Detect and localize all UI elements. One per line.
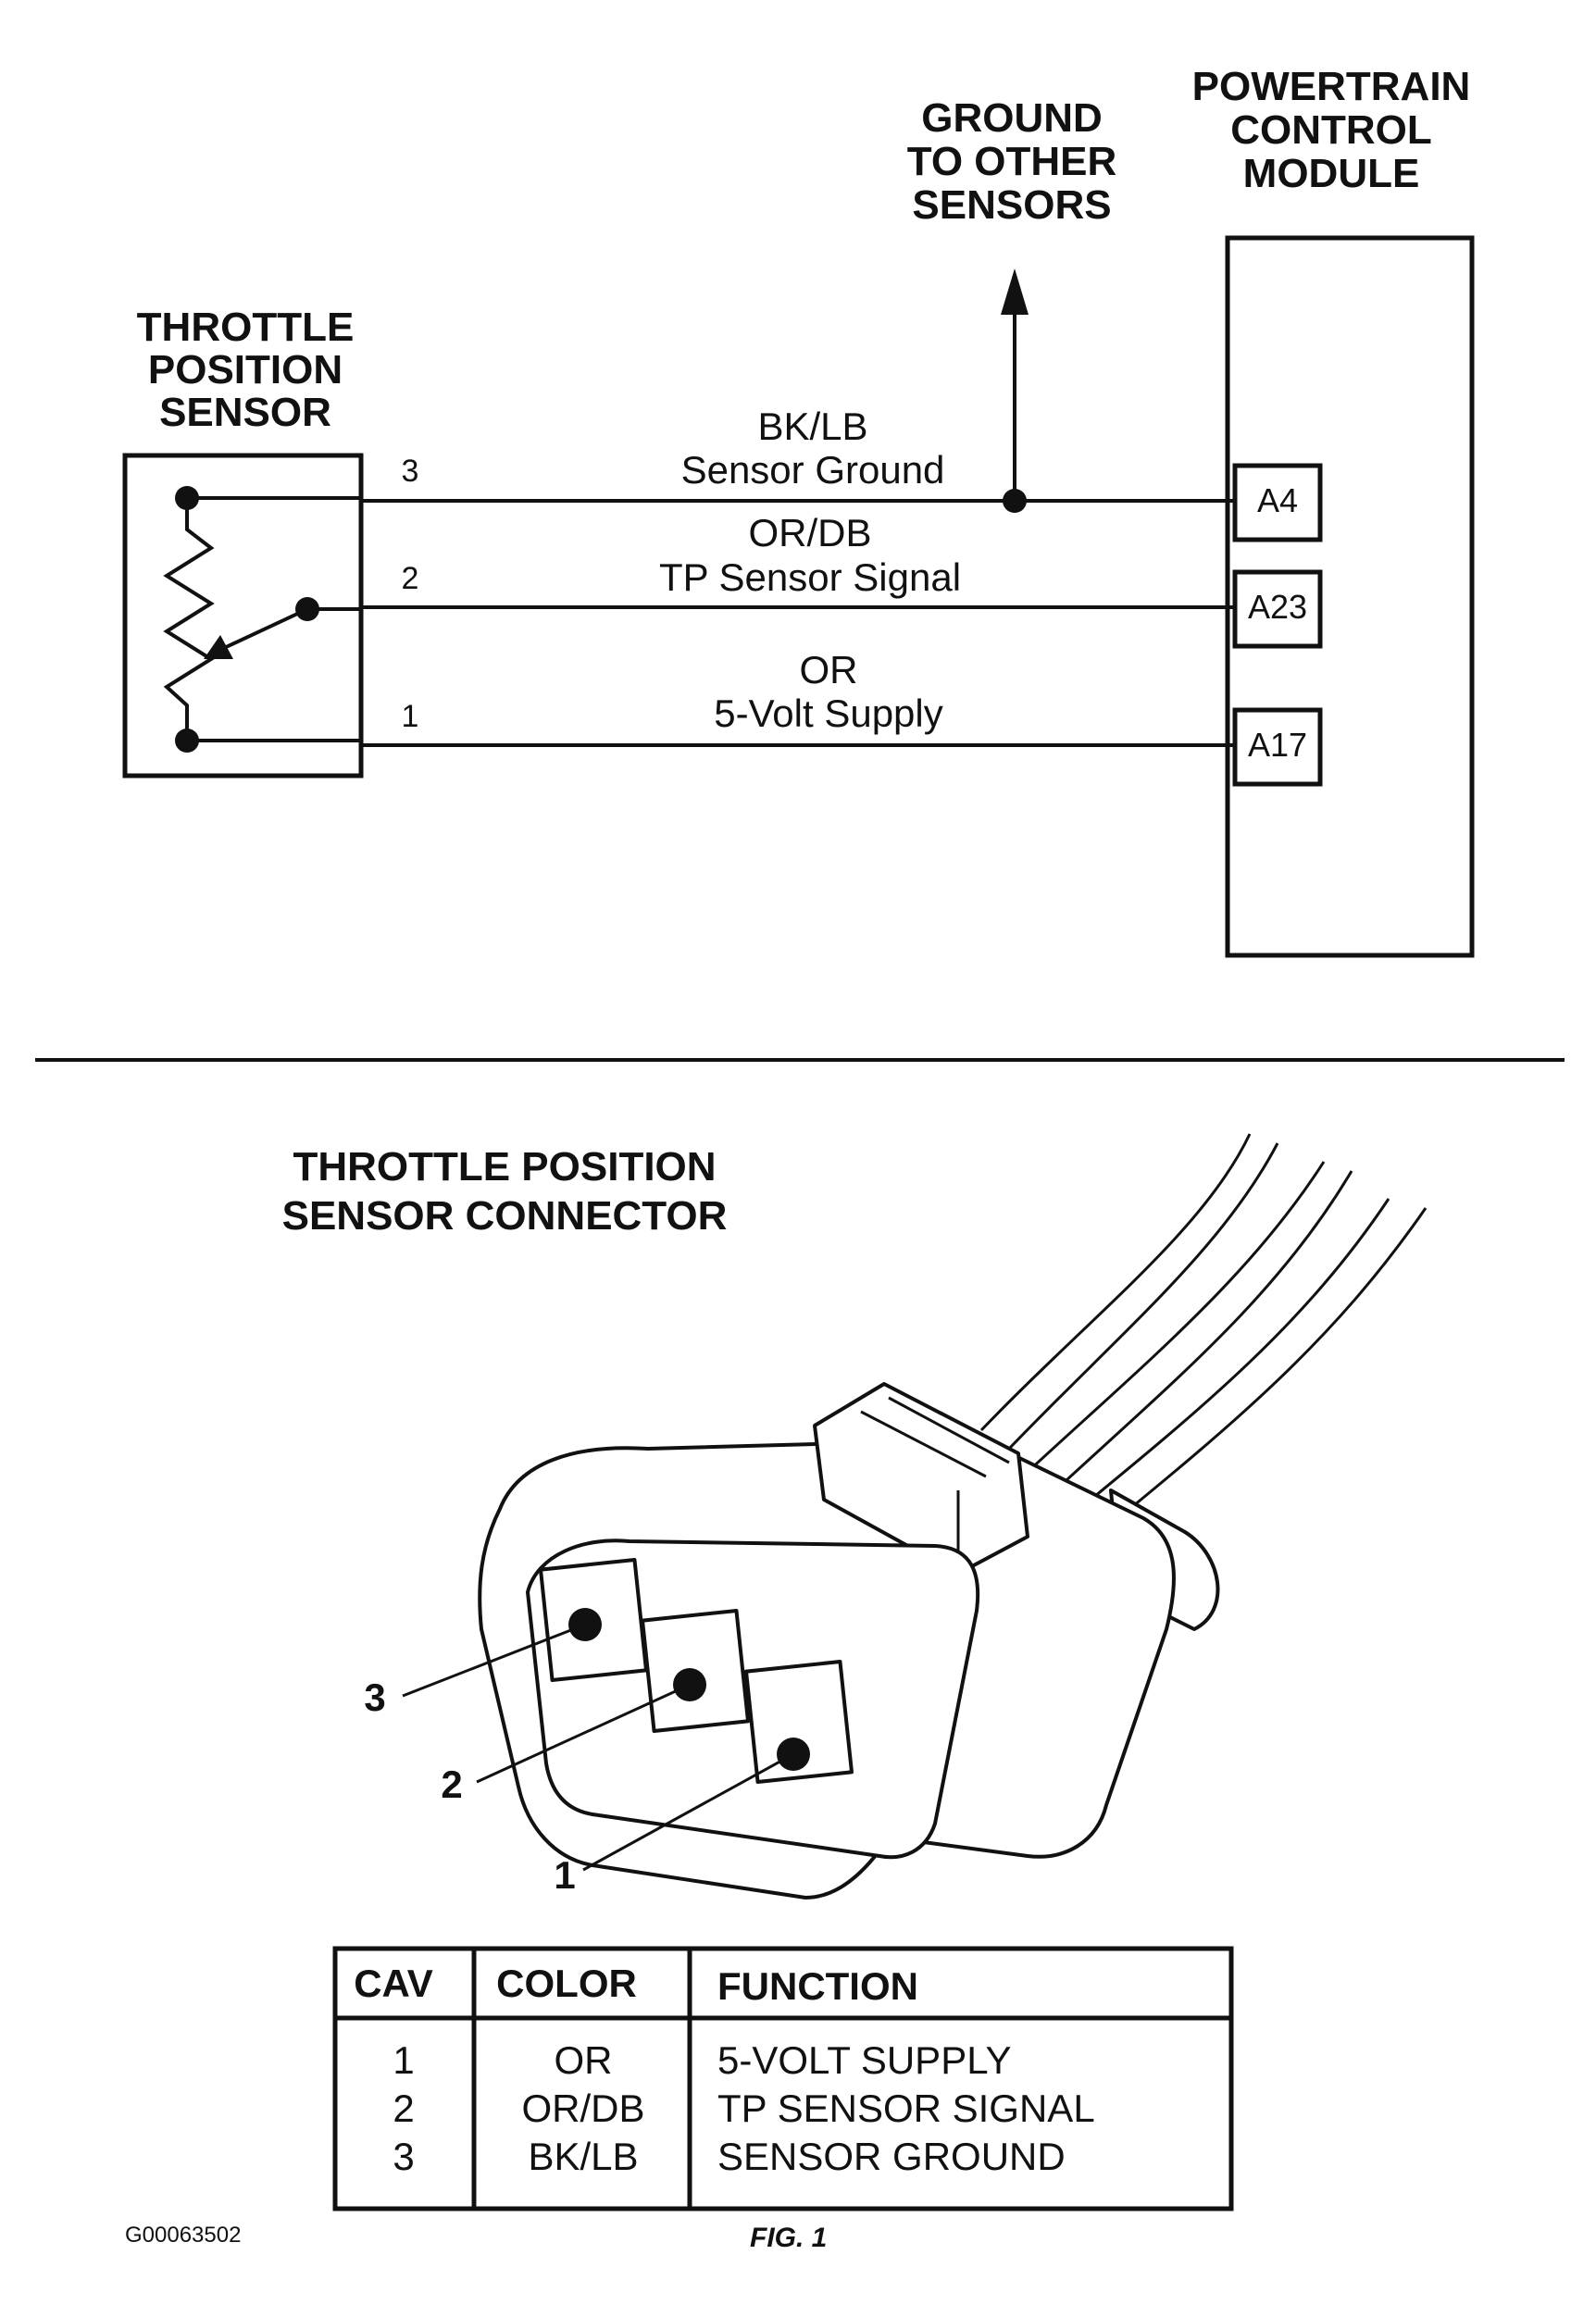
- callout-3: 3: [364, 1675, 385, 1719]
- wire-1-color: OR: [800, 648, 858, 691]
- table-row-3-color: BK/LB: [528, 2135, 638, 2178]
- sensor-title-line-3: SENSOR: [159, 390, 331, 435]
- table-row-2-color: OR/DB: [521, 2087, 644, 2130]
- pcm-pin-a17-box: [1232, 707, 1323, 787]
- table-row-3-function: SENSOR GROUND: [717, 2135, 1066, 2178]
- ground-arrow: [1001, 268, 1029, 498]
- wire-pin-1: 1 OR 5-Volt Supply: [361, 648, 1235, 747]
- table-row-1-cav: 1: [393, 2038, 414, 2082]
- sensor-title-line-2: POSITION: [148, 347, 343, 392]
- callout-2: 2: [441, 1763, 462, 1806]
- sensor-pin-2: 2: [402, 561, 419, 596]
- sensor-title-line-1: THROTTLE: [137, 305, 355, 350]
- table-header-function: FUNCTION: [717, 1964, 918, 2008]
- pcm-pin-a23: A23: [1248, 588, 1307, 626]
- wire-pin-2: 2 OR/DB TP Sensor Signal: [361, 511, 1235, 609]
- ground-note-line-2: TO OTHER: [907, 139, 1117, 184]
- sensor-pin-3: 3: [402, 454, 419, 489]
- ground-note: GROUND TO OTHER SENSORS: [907, 95, 1117, 228]
- sensor-title: THROTTLE POSITION SENSOR: [137, 305, 355, 435]
- table-row-2-function: TP SENSOR SIGNAL: [717, 2087, 1095, 2130]
- pcm-pin-a17: A17: [1248, 726, 1307, 764]
- table-row-2-cav: 2: [393, 2087, 414, 2130]
- pin-table: CAV COLOR FUNCTION 1 OR 5-VOLT SUPPLY 2 …: [332, 1946, 1234, 2211]
- pcm-pin-a4: A4: [1257, 481, 1298, 519]
- table-header-cav: CAV: [354, 1962, 433, 2005]
- figure-label: FIG. 1: [750, 2223, 827, 2253]
- connector-title-line-1: THROTTLE POSITION: [293, 1144, 716, 1190]
- sensor-box: [122, 453, 364, 779]
- figure-code: G00063502: [125, 2223, 241, 2248]
- table-row-1-color: OR: [555, 2038, 613, 2082]
- pcm-title-line-2: CONTROL: [1230, 107, 1432, 153]
- pcm-title-line-3: MODULE: [1243, 151, 1420, 196]
- ground-note-line-1: GROUND: [921, 95, 1103, 141]
- wire-2-function: TP Sensor Signal: [659, 555, 961, 599]
- wire-1-function: 5-Volt Supply: [714, 691, 943, 735]
- wire-2-color: OR/DB: [748, 511, 871, 554]
- connector-illustration: [402, 1133, 1428, 1900]
- table-row-3-cav: 3: [393, 2135, 414, 2178]
- table-header-color: COLOR: [496, 1962, 637, 2005]
- pcm-title: POWERTRAIN CONTROL MODULE: [1192, 64, 1471, 196]
- callout-1: 1: [554, 1853, 575, 1897]
- table-row-1-function: 5-VOLT SUPPLY: [717, 2038, 1011, 2082]
- cavity-1: [744, 1659, 854, 1785]
- potentiometer-symbol: [163, 486, 361, 753]
- ground-note-line-3: SENSORS: [912, 182, 1111, 228]
- wire-pin-3: 3 BK/LB Sensor Ground: [361, 405, 1235, 513]
- connector-title-line-2: SENSOR CONNECTOR: [282, 1193, 728, 1239]
- wire-3-color: BK/LB: [757, 405, 867, 448]
- wire-3-function: Sensor Ground: [681, 448, 945, 492]
- pcm-title-line-1: POWERTRAIN: [1192, 64, 1471, 109]
- sensor-pin-1: 1: [402, 699, 419, 734]
